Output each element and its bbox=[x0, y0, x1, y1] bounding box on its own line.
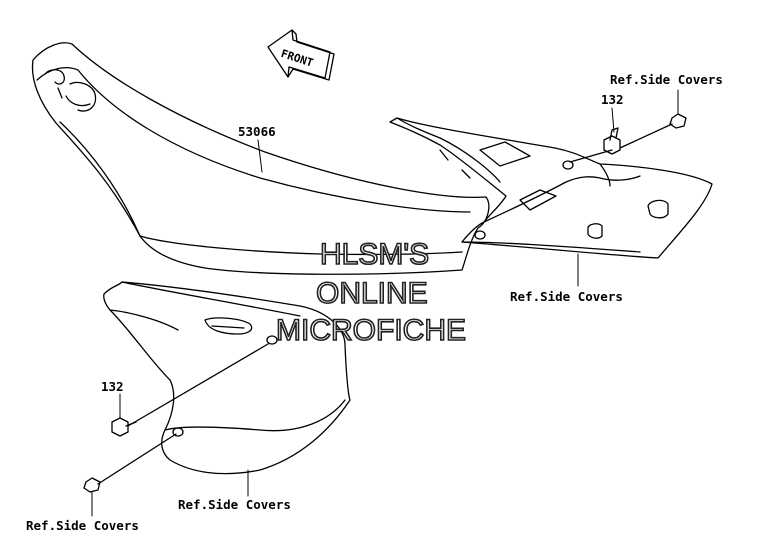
bolt-left bbox=[111, 343, 269, 437]
callout-seat-part-number: 53066 bbox=[238, 124, 276, 139]
seat bbox=[31, 42, 490, 275]
watermark-line-2: ONLINE bbox=[315, 277, 428, 310]
callout-ref-side-covers-top-right: Ref.Side Covers bbox=[610, 72, 723, 87]
callout-bolt-left: 132 bbox=[101, 379, 124, 394]
nut-top-right bbox=[619, 113, 687, 149]
right-side-cover bbox=[389, 117, 713, 259]
bolt-right bbox=[569, 127, 621, 163]
front-arrow-icon bbox=[267, 29, 335, 81]
nut-bottom-left bbox=[83, 433, 177, 493]
callout-ref-side-covers-bottom-left: Ref.Side Covers bbox=[26, 518, 139, 533]
watermark-line-1: HLSM'S bbox=[319, 238, 430, 271]
callout-ref-side-covers-bottom-center: Ref.Side Covers bbox=[178, 497, 291, 512]
callout-bolt-right: 132 bbox=[601, 92, 624, 107]
leader-lines bbox=[91, 89, 679, 517]
watermark-line-3: MICROFICHE bbox=[275, 314, 467, 347]
left-side-cover bbox=[103, 281, 351, 475]
callout-ref-side-covers-mid-right: Ref.Side Covers bbox=[510, 289, 623, 304]
